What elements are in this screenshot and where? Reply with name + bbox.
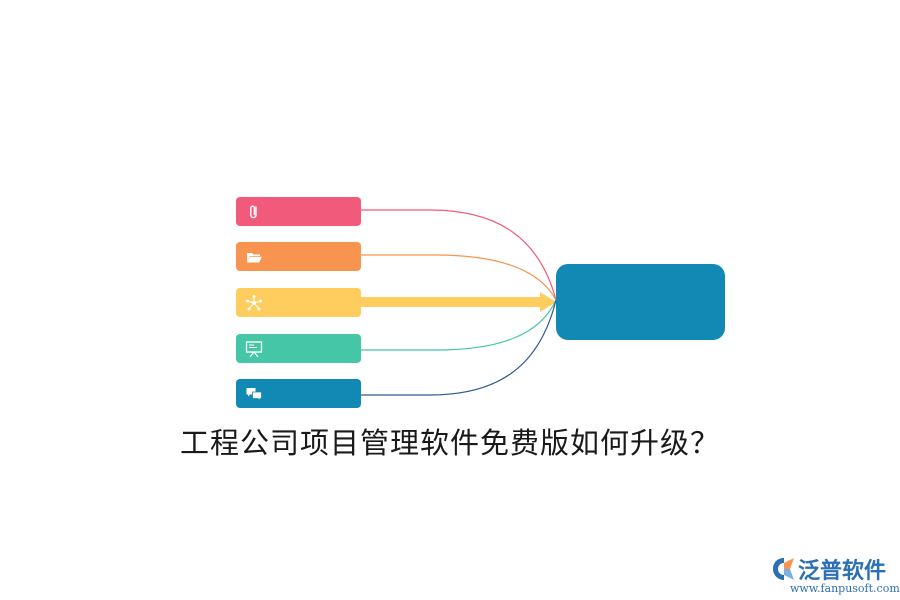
brand-url: www.fanpusoft.com	[790, 582, 900, 595]
diagram-node-3	[236, 288, 361, 317]
brand-watermark: 泛普软件 www.fanpusoft.com	[770, 553, 900, 597]
folder-open-icon	[247, 252, 262, 262]
connector-1	[361, 209, 557, 301]
connector-3-arrow	[361, 292, 556, 312]
diagram-node-5	[236, 379, 361, 408]
page-title: 工程公司项目管理软件免费版如何升级？	[179, 426, 720, 460]
brand-name: 泛普软件	[798, 559, 887, 584]
connector-4	[361, 299, 557, 351]
diagram-hub-node	[556, 264, 725, 340]
diagram-node-2	[236, 242, 361, 271]
presentation-icon	[245, 340, 263, 357]
connector-2	[361, 254, 557, 301]
diagram-node-1	[236, 197, 361, 226]
paperclip-icon	[250, 205, 257, 218]
chat-bubbles-icon	[246, 387, 262, 401]
diagram-node-4	[236, 334, 361, 363]
connector-5	[361, 299, 557, 396]
brand-logo-icon	[773, 558, 794, 580]
network-icon	[246, 294, 262, 310]
